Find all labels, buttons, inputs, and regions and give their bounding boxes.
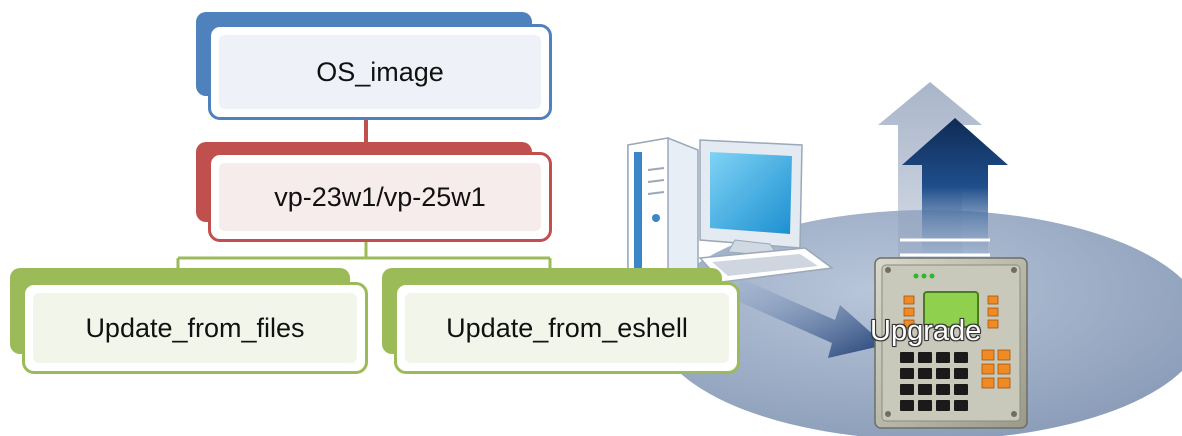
node-model-box: vp-23w1/vp-25w1	[208, 152, 552, 242]
pc-tower-icon	[627, 137, 699, 292]
node-model-label: vp-23w1/vp-25w1	[274, 181, 486, 212]
node-os-image-box: OS_image	[208, 24, 552, 120]
node-os-image-label: OS_image	[316, 56, 444, 87]
node-update-from-files: Update_from_files	[10, 268, 368, 374]
vp-device-icon	[874, 257, 1028, 429]
monitor-icon	[699, 139, 803, 257]
node-update-from-files-box: Update_from_files	[22, 282, 368, 374]
node-os-image: OS_image	[196, 12, 552, 120]
upgrade-label: Upgrade	[870, 315, 982, 347]
node-model: vp-23w1/vp-25w1	[196, 142, 552, 242]
node-update-from-files-label: Update_from_files	[85, 312, 305, 343]
node-update-from-eshell-label: Update_from_eshell	[446, 312, 688, 343]
upgrade-arrow	[902, 118, 1008, 290]
node-update-from-eshell: Update_from_eshell	[382, 268, 740, 374]
transfer-arrow	[735, 278, 885, 358]
node-update-from-eshell-box: Update_from_eshell	[394, 282, 740, 374]
